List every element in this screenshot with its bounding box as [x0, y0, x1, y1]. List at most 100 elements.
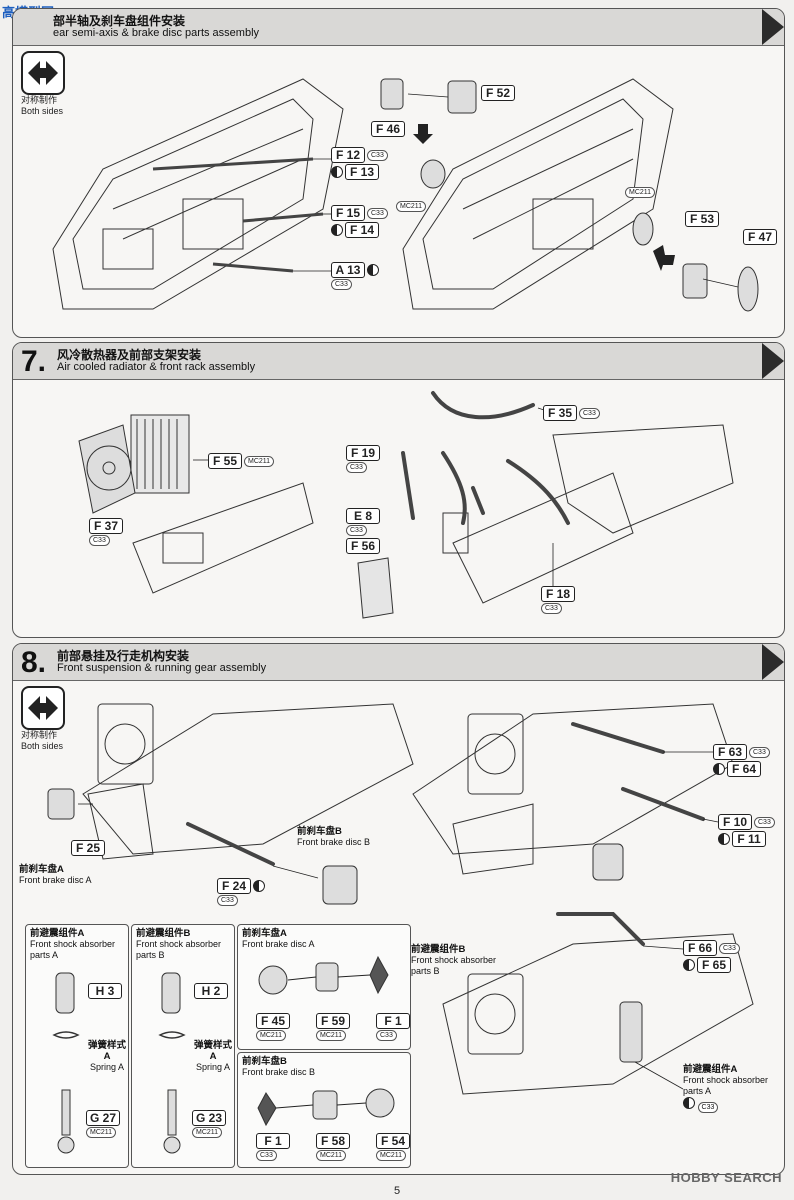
- paint-tag: MC211: [86, 1127, 117, 1138]
- disc-b-drawing: [257, 1088, 395, 1127]
- paint-tag: C33: [719, 942, 740, 954]
- part-code: F 24: [217, 878, 251, 894]
- paint-tag: C33: [346, 462, 367, 473]
- label-cn: 前刹车盘A: [19, 864, 64, 875]
- part-code: F 59: [316, 1013, 350, 1029]
- symmetric-label-cn: 对称制作: [21, 730, 58, 740]
- paint-tag: C33: [217, 895, 238, 906]
- part-code: F 25: [71, 840, 105, 856]
- symmetric-label-en: Both sides: [21, 741, 64, 751]
- part-code: F 54: [376, 1133, 410, 1149]
- part-code: F 55: [208, 453, 242, 469]
- paint-tag-mc211: MC211: [625, 187, 656, 198]
- part-code: F 66: [683, 940, 717, 956]
- spring-en: Spring A: [195, 1062, 231, 1072]
- part-code: F 1: [256, 1133, 290, 1149]
- part-code: F 65: [697, 957, 731, 973]
- paint-tag-mc211: MC211: [396, 201, 427, 212]
- paint-tag: C33: [331, 279, 352, 290]
- paint-tag: C33: [541, 603, 562, 614]
- sub-title-en: Front brake disc B: [242, 1067, 316, 1077]
- spring-cn: 弹簧样式A: [87, 1040, 126, 1062]
- watermark-brand: HOBBY SEARCH: [670, 1170, 782, 1185]
- sub-title-en: Front shock absorber: [30, 939, 116, 949]
- shock-b-drawing: [158, 972, 186, 1154]
- sub-title-en: parts A: [30, 950, 59, 960]
- shock-a-drawing: [52, 972, 80, 1154]
- paint-tag: C33: [754, 816, 775, 828]
- spring-cn: 弹簧样式A: [193, 1040, 232, 1062]
- step-6-title-cn: 部半轴及刹车盘组件安装: [53, 14, 186, 28]
- step-8-drawing: [47, 703, 754, 1095]
- sub-title-en: Front brake disc A: [242, 939, 315, 949]
- part-code: F 58: [316, 1133, 350, 1149]
- part-code: F 56: [346, 538, 380, 554]
- paint-tag: C33: [367, 149, 388, 161]
- alternate-part-icon: [713, 763, 725, 775]
- step-6-header: 部半轴及刹车盘组件安装 ear semi-axis & brake disc p…: [13, 9, 784, 46]
- step-7-panel: 7. 风冷散热器及前部支架安装 Air cooled radiator & fr…: [12, 342, 785, 638]
- step-7-header: 7. 风冷散热器及前部支架安装 Air cooled radiator & fr…: [13, 343, 784, 380]
- part-f24: F 24 C33: [217, 878, 265, 906]
- step-7-drawing: [78, 391, 734, 619]
- part-code: F 1: [376, 1013, 410, 1029]
- page-number: 5: [393, 1185, 401, 1197]
- sub-title-cn: 前刹车盘A: [242, 928, 287, 939]
- paint-tag: C33: [256, 1150, 277, 1161]
- part-f47: F 47: [743, 229, 777, 245]
- alternate-part-icon: [367, 264, 379, 276]
- symmetric-label: 对称制作 Both sides: [21, 95, 63, 117]
- part-code: F 63: [713, 744, 747, 760]
- paint-tag: MC211: [192, 1127, 223, 1138]
- disc-a-drawing: [258, 955, 389, 995]
- part-code: F 13: [345, 164, 379, 180]
- label-en: Front shock absorber: [683, 1075, 769, 1085]
- paint-tag: MC211: [376, 1150, 407, 1161]
- part-code: F 46: [371, 121, 405, 137]
- symmetric-label: 对称制作 Both sides: [21, 730, 63, 752]
- label-en: parts B: [411, 966, 440, 976]
- sub-title-en: parts B: [136, 950, 165, 960]
- spring-en: Spring A: [89, 1062, 125, 1072]
- part-code: F 14: [345, 222, 379, 238]
- step-8-title-en: Front suspension & running gear assembly: [57, 662, 267, 674]
- part-code: F 45: [256, 1013, 290, 1029]
- symmetric-label-cn: 对称制作: [21, 95, 58, 105]
- step-7-number: 7.: [21, 345, 47, 378]
- step-7-title-cn: 风冷散热器及前部支架安装: [57, 348, 202, 362]
- sub-title-cn: 前避震组件B: [136, 928, 191, 939]
- part-code: E 8: [346, 508, 380, 524]
- part-a13: A 13 C33: [331, 262, 379, 290]
- paint-tag: C33: [376, 1030, 397, 1041]
- alternate-part-icon: [331, 224, 343, 236]
- part-code: F 35: [543, 405, 577, 421]
- step-8-number: 8.: [21, 646, 47, 679]
- part-code: F 12: [331, 147, 365, 163]
- part-code: F 64: [727, 761, 761, 777]
- step-6-panel: 部半轴及刹车盘组件安装 ear semi-axis & brake disc p…: [12, 8, 785, 338]
- part-code: G 27: [86, 1110, 120, 1126]
- part-code: F 37: [89, 518, 123, 534]
- alternate-part-icon: [718, 833, 730, 845]
